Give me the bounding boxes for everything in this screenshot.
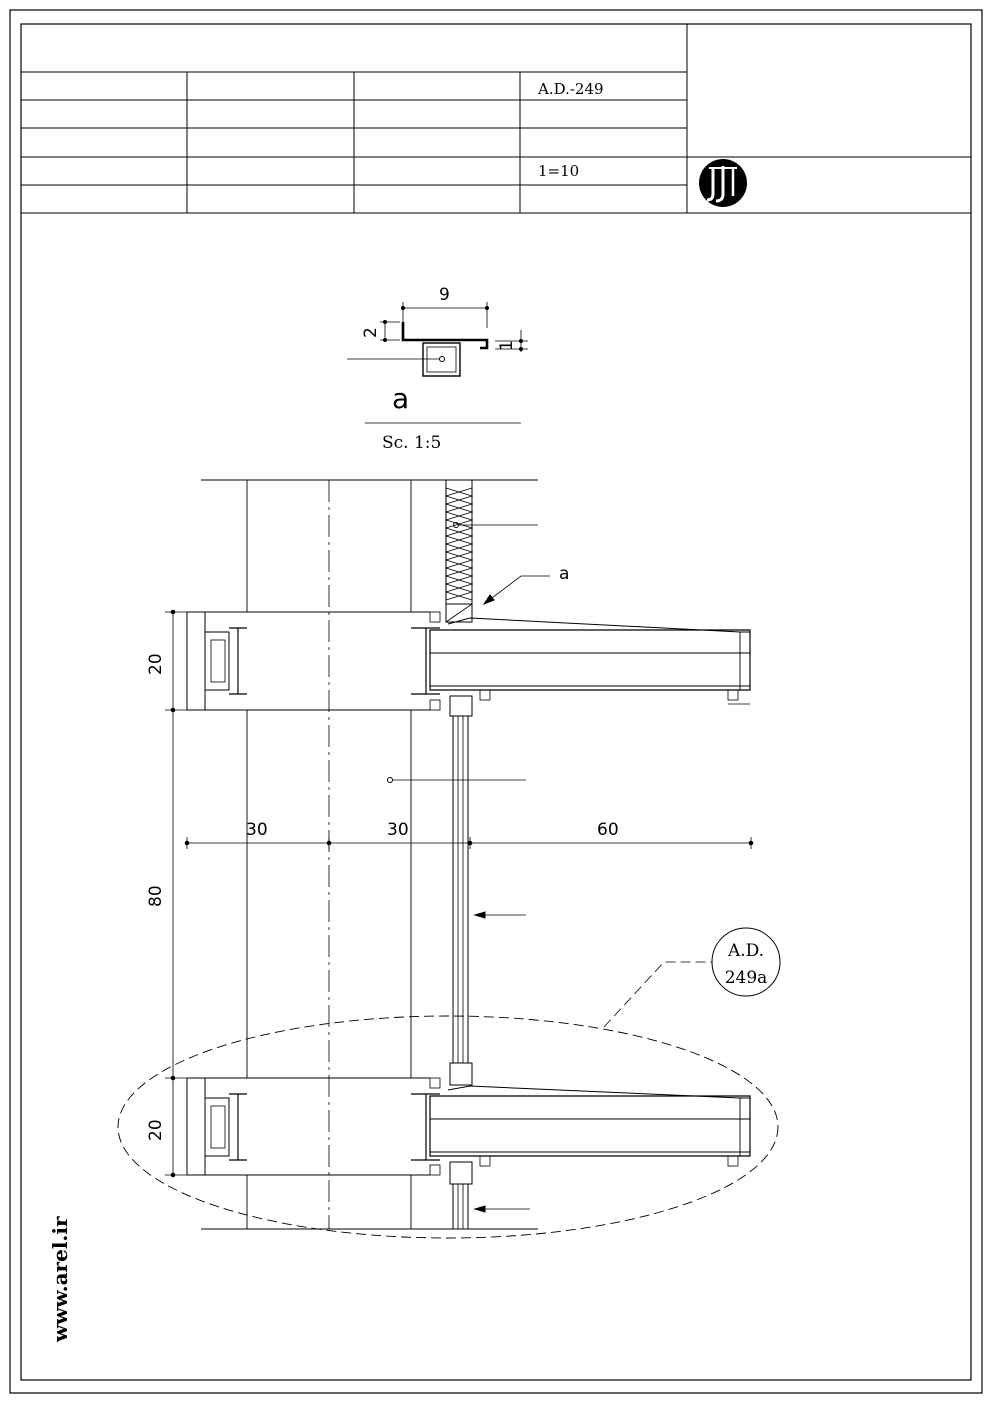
dim-top-beam: 20 [146,653,166,675]
callout-a-label: a [559,564,569,584]
outer-frame [9,9,983,1394]
detail-a-label: a [392,382,409,415]
detail-ref-line1: A.D. [727,941,764,961]
detail-a-width-dim: 9 [439,285,450,305]
detail-a-right-dim: 1 [497,340,517,351]
detail-a-left-dim: 2 [361,327,381,338]
title-block [21,24,971,214]
dim-h3: 60 [597,820,619,840]
dim-h2: 30 [387,820,409,840]
watermark-text: www.arel.ir [48,1216,72,1343]
dim-bottom-beam: 20 [146,1119,166,1141]
inner-frame [20,23,972,1381]
detail-a [347,302,528,424]
drawing-scale: 1=10 [538,162,579,180]
detail-ref-line2: 249a [725,968,768,988]
detail-a-scale: Sc. 1:5 [382,433,441,453]
drawing-number: A.D.-249 [537,80,604,98]
dim-h1: 30 [246,820,268,840]
dim-span: 80 [146,885,166,907]
section-drawing [117,479,781,1239]
jj-monogram-icon [699,159,747,207]
